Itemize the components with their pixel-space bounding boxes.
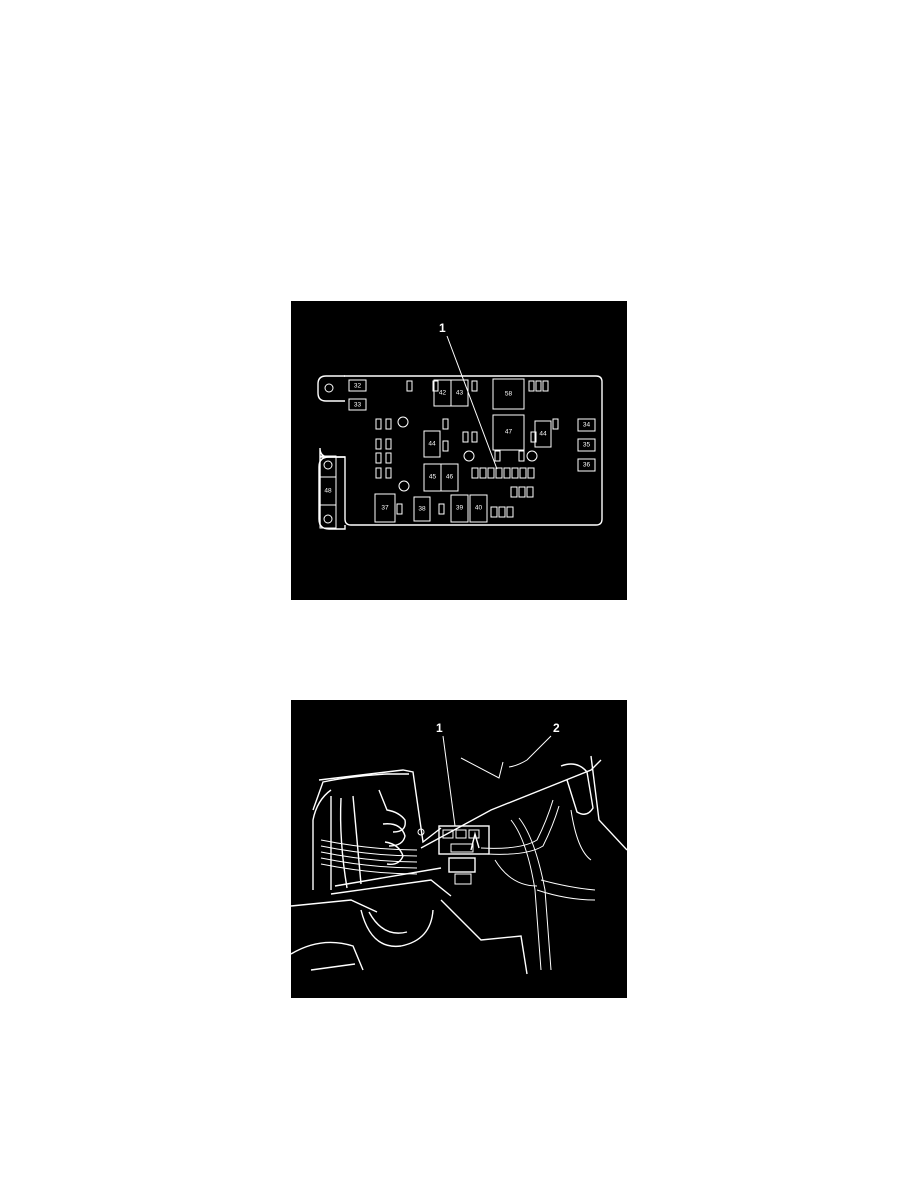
fuse-block-lower-tab <box>318 456 346 530</box>
relay-44-right-label: 44 <box>539 431 547 438</box>
fuse-35-label: 35 <box>583 442 591 449</box>
relay-58-label: 58 <box>505 391 513 398</box>
fuse-48-pin-bottom <box>323 514 333 524</box>
fuse-32 <box>348 379 367 392</box>
relay-39-label: 39 <box>456 505 464 512</box>
relay-46 <box>440 463 459 492</box>
relay-39 <box>450 494 469 523</box>
relay-47 <box>492 414 525 451</box>
fuse-32-label: 32 <box>354 383 362 390</box>
callout-2-leader <box>508 735 552 768</box>
fuse-48 <box>319 476 337 506</box>
relay-44-left <box>423 430 441 458</box>
fuse-34-label: 34 <box>583 422 591 429</box>
relay-47-label: 47 <box>505 429 513 436</box>
callout-1: 1 <box>439 321 446 335</box>
fuse-block-housing <box>319 375 603 526</box>
fuse-33-label: 33 <box>354 402 362 409</box>
mini-fuse-group <box>375 380 559 518</box>
relay-42-label: 42 <box>439 390 447 397</box>
terminal-stud-3 <box>526 450 538 462</box>
fuse-block-drawing: 1 48 32 33 34 35 36 42 43 58 44 47 44 <box>317 321 603 530</box>
connector <box>417 825 490 885</box>
arrow-mark <box>460 757 504 779</box>
connector-location-illustration: 1 2 <box>291 700 627 998</box>
relay-40 <box>469 494 488 523</box>
relay-38-label: 38 <box>418 506 426 513</box>
relay-43 <box>450 379 469 407</box>
relay-37 <box>374 493 396 523</box>
relay-43-label: 43 <box>456 390 464 397</box>
wire-harness <box>320 799 596 971</box>
relay-40-label: 40 <box>475 505 483 512</box>
relay-46-label: 46 <box>446 474 454 481</box>
mount-hole-upper <box>324 383 334 393</box>
terminal-stud-4 <box>398 480 410 492</box>
relay-58 <box>492 378 525 410</box>
fuse-48-pin-top <box>323 460 333 470</box>
relay-38 <box>413 496 431 522</box>
terminal-stud-1 <box>397 416 409 428</box>
fuse-48-label: 48 <box>324 488 332 495</box>
connector-location-drawing: 1 2 <box>291 721 627 975</box>
fuse-36 <box>577 458 596 472</box>
relay-44-left-label: 44 <box>428 441 436 448</box>
dash-structure <box>291 755 627 975</box>
callout-1-leader <box>442 735 456 827</box>
relay-37-label: 37 <box>381 505 389 512</box>
callout-1: 1 <box>436 721 443 735</box>
relay-45-label: 45 <box>429 474 437 481</box>
callout-1-leader <box>446 335 498 470</box>
fuse-33 <box>348 398 367 411</box>
relay-44-right <box>534 420 552 448</box>
fuse-35 <box>577 438 596 452</box>
fuse-block-diagram: 1 48 32 33 34 35 36 42 43 58 44 47 44 <box>291 301 627 600</box>
terminal-stud-2 <box>463 450 475 462</box>
fuse-block-upper-tab <box>317 375 345 402</box>
fuse-34 <box>577 418 596 432</box>
fuse-36-label: 36 <box>583 462 591 469</box>
callout-2: 2 <box>553 721 560 735</box>
